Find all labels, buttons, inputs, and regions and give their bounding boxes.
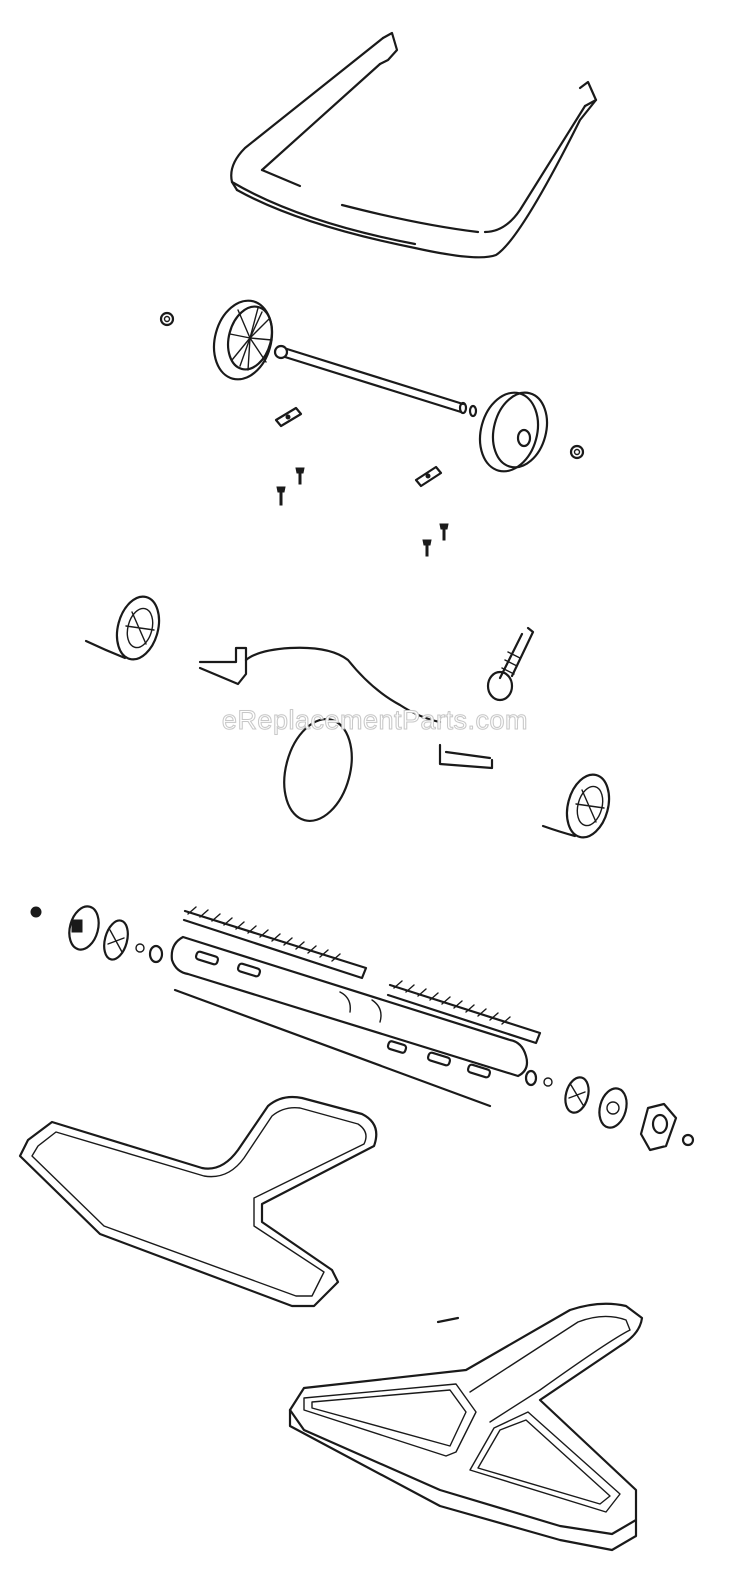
end-nut-right: [681, 1133, 695, 1147]
solid-wheel: [478, 391, 549, 473]
drive-belt-ring: [283, 717, 353, 823]
end-nut-left: [30, 906, 42, 918]
rear-right-wheel: [541, 773, 611, 839]
nut-left: [159, 311, 175, 327]
nut-right: [569, 444, 585, 460]
washer-right: [524, 1069, 553, 1087]
axle-assembly: [159, 299, 585, 557]
height-adjuster-knob: [486, 626, 535, 702]
bearing-left: [103, 919, 129, 961]
nozzle-base-plate: [288, 1302, 644, 1552]
washer-left: [135, 943, 164, 964]
clip-right: [414, 465, 443, 488]
bearing-right: [564, 1076, 590, 1114]
site-watermark: eReplacementParts.com: [221, 705, 529, 736]
brush-shaft: [173, 988, 492, 1108]
small-marker: [436, 1316, 460, 1324]
screws: [276, 467, 449, 557]
chassis-assembly: [84, 595, 611, 839]
brush-strip-lower: [386, 980, 542, 1045]
clip-left: [274, 406, 303, 428]
spoked-wheel: [212, 299, 274, 381]
brush-dowel: [170, 935, 529, 1079]
bumper-part: [230, 31, 598, 259]
brush-strip-upper: [182, 906, 368, 980]
end-bracket-right: [639, 1102, 678, 1152]
end-cap-right: [598, 1087, 628, 1129]
nozzle-gasket: [18, 1095, 378, 1308]
frame-wire: [198, 646, 494, 770]
end-cap-left: [68, 905, 100, 951]
front-left-wheel: [84, 595, 161, 661]
axle-rod: [273, 344, 478, 418]
brushroll-assembly: [30, 905, 695, 1152]
